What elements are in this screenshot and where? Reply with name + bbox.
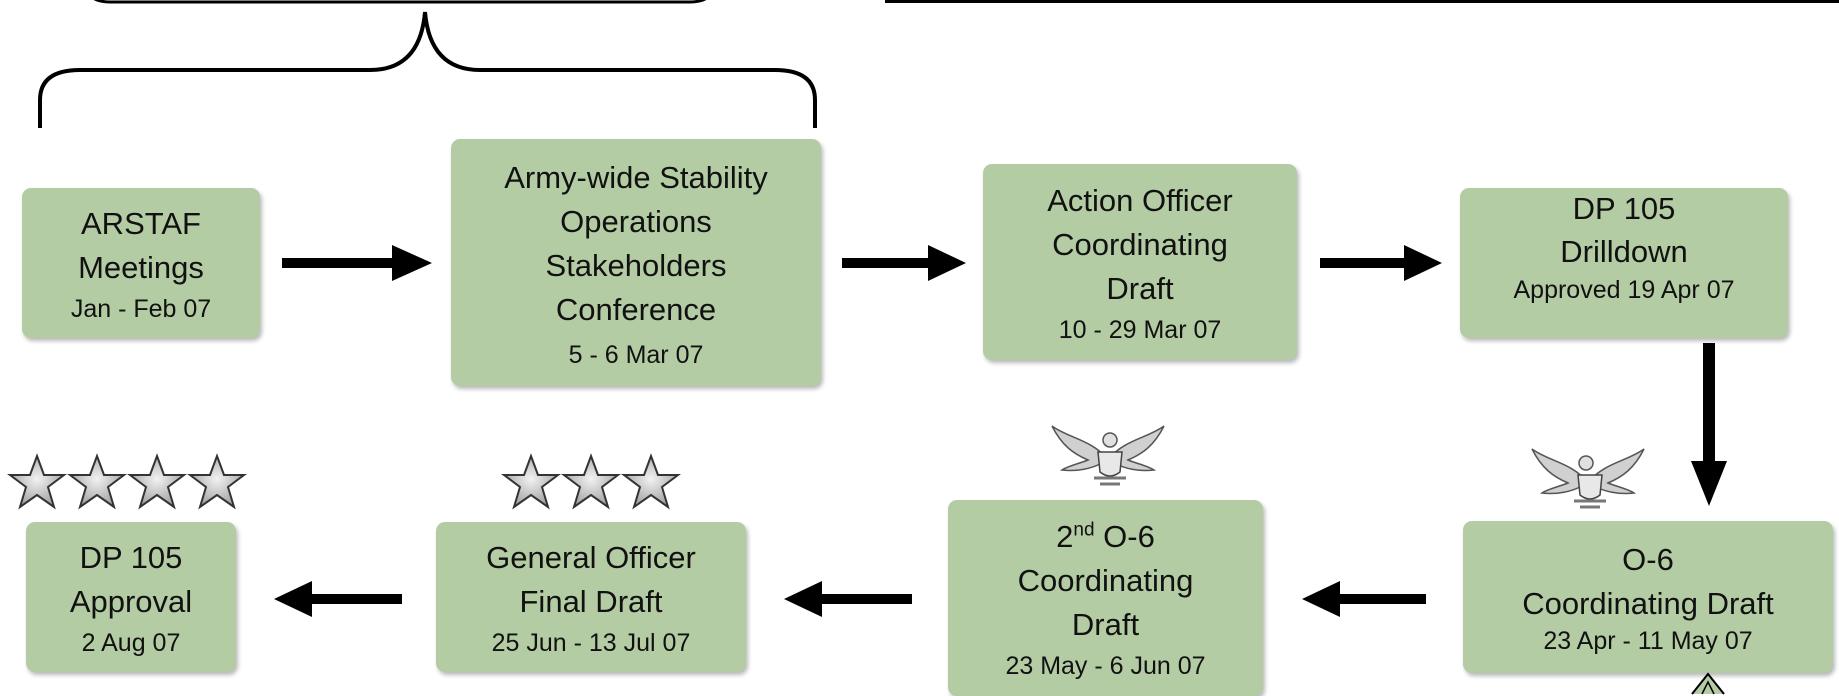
step-title: Action Officer Coordinating Draft: [1047, 183, 1233, 306]
colonel-eagle-insignia-icon: [1531, 448, 1645, 509]
arrow-right-2: [842, 245, 966, 281]
step-date: Approved 19 Apr 07: [1513, 276, 1735, 304]
step-date: 23 May - 6 Jun 07: [1005, 652, 1206, 680]
step-date: 10 - 29 Mar 07: [1058, 316, 1222, 344]
step-general-officer-final-draft: General Officer Final Draft 25 Jun - 13 …: [436, 522, 746, 672]
step-title-line1: DP 105: [1572, 191, 1676, 226]
emblem-icon: [1691, 672, 1725, 695]
step-action-officer-draft: Action Officer Coordinating Draft 10 - 2…: [983, 164, 1297, 360]
step-stakeholders-conference: Army-wide Stability Operations Stakehold…: [451, 139, 821, 386]
step-arstaf-meetings: ARSTAF Meetings Jan - Feb 07: [22, 188, 260, 338]
step-dp105-drilldown: DP 105 Drilldown Approved 19 Apr 07: [1460, 188, 1788, 338]
top-right-callout-frame: [885, 0, 1839, 3]
step-date: 5 - 6 Mar 07: [568, 340, 704, 369]
step-second-o6-draft: 2nd O-6 Coordinating Draft 23 May - 6 Ju…: [948, 500, 1263, 696]
step-title: ARSTAF Meetings: [78, 206, 204, 285]
top-left-callout-frame: [93, 0, 707, 4]
step-title-line2: Drilldown: [1560, 234, 1688, 269]
step-title-line2: Coordinating Draft: [1522, 586, 1774, 621]
arrow-left-1: [1302, 581, 1426, 617]
four-stars-insignia-icon: [9, 455, 245, 508]
arrow-right-1: [282, 245, 432, 281]
grouping-brace: [38, 11, 817, 128]
three-stars-insignia-icon: [503, 455, 679, 508]
colonel-eagle-insignia-icon: [1051, 425, 1165, 486]
step-title: DP 105 Approval: [69, 540, 193, 619]
arrow-down: [1691, 343, 1727, 506]
ordinal-suffix: nd: [1073, 519, 1095, 541]
step-date: 23 Apr - 11 May 07: [1543, 627, 1753, 655]
step-date: 25 Jun - 13 Jul 07: [491, 629, 691, 657]
arrow-right-3: [1320, 245, 1442, 281]
step-title: 2nd O-6 Coordinating Draft: [996, 515, 1216, 647]
step-title: Army-wide Stability Operations Stakehold…: [504, 159, 768, 327]
step-o6-coordinating-draft: O-6 Coordinating Draft 23 Apr - 11 May 0…: [1463, 521, 1833, 673]
arrow-left-2: [784, 581, 912, 617]
step-date: Jan - Feb 07: [70, 295, 212, 323]
step-dp105-approval: DP 105 Approval 2 Aug 07: [26, 522, 236, 672]
step-title-rest: O-6 Coordinating Draft: [1017, 519, 1194, 642]
arrow-left-3: [274, 581, 402, 617]
step-title-line1: O-6: [1622, 542, 1674, 577]
step-date: 2 Aug 07: [81, 629, 181, 657]
step-title: General Officer Final Draft: [486, 540, 696, 619]
ordinal-number: 2: [1056, 519, 1074, 554]
